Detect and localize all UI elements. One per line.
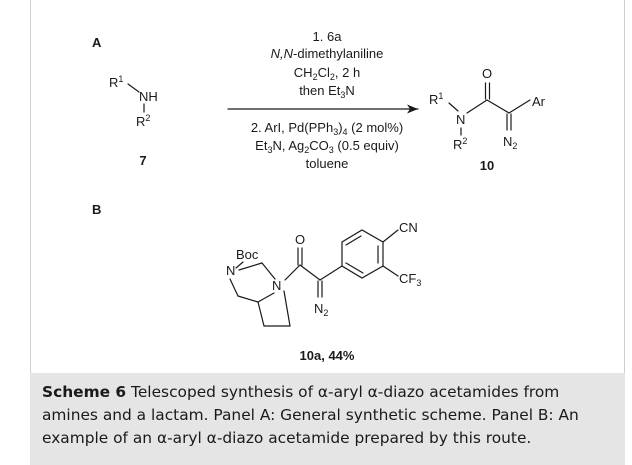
caption-label: Scheme 6 bbox=[42, 383, 127, 401]
scheme-caption: Scheme 6 Telescoped synthesis of α-aryl … bbox=[30, 373, 625, 465]
compound-10a-label: 10a, 44% bbox=[300, 348, 355, 363]
example-compound-10a: Boc N N O N2 CN bbox=[226, 220, 421, 363]
reaction-scheme-diagram: A B R1 NH R2 7 1. 6a N,N-dimethylaniline… bbox=[92, 29, 546, 363]
product-carbonyl-o: O bbox=[482, 66, 492, 81]
reagent-toluene: toluene bbox=[306, 156, 349, 171]
product-structure: R1 N R2 O Ar N2 10 bbox=[429, 66, 546, 173]
example-cn: CN bbox=[399, 220, 418, 235]
reagents-below-arrow: 2. ArI, Pd(PPh3)4 (2 mol%) Et3N, Ag2CO3 … bbox=[251, 120, 403, 171]
example-cf3: CF3 bbox=[399, 271, 421, 288]
panel-b-label: B bbox=[92, 202, 101, 217]
compound-7-number: 7 bbox=[139, 153, 146, 168]
arrow-head bbox=[407, 104, 418, 114]
panel-a-label: A bbox=[92, 35, 102, 50]
reagent-step1: 1. 6a bbox=[313, 29, 343, 44]
reagent-then-et3n: then Et3N bbox=[299, 83, 355, 100]
reagent-base-silver: Et3N, Ag2CO3 (0.5 equiv) bbox=[255, 138, 399, 155]
reagents-above-arrow: 1. 6a N,N-dimethylaniline CH2Cl2, 2 h th… bbox=[271, 29, 384, 100]
reaction-arrow bbox=[227, 104, 419, 114]
starting-amine: R1 NH R2 7 bbox=[109, 74, 158, 168]
example-boc: Boc bbox=[236, 247, 259, 262]
example-carbonyl-o: O bbox=[295, 232, 305, 247]
product-ar: Ar bbox=[532, 94, 546, 109]
example-bridge-n: N bbox=[272, 278, 281, 293]
reagent-step2: 2. ArI, Pd(PPh3)4 (2 mol%) bbox=[251, 120, 403, 137]
product-r1: R1 bbox=[429, 91, 443, 107]
caption-body: Telescoped synthesis of α-aryl α-diazo a… bbox=[42, 383, 579, 447]
compound-10-number: 10 bbox=[480, 158, 494, 173]
example-bicyclic-n-boc: N bbox=[226, 263, 235, 278]
amine-r1: R1 bbox=[109, 74, 123, 90]
product-diazo-n2: N2 bbox=[503, 134, 517, 151]
example-diazo-n2: N2 bbox=[314, 301, 328, 318]
product-n: N bbox=[456, 112, 465, 127]
amine-bond-r1-n bbox=[127, 83, 140, 93]
example-aryl-ring bbox=[341, 229, 384, 279]
scheme-frame bbox=[30, 0, 625, 373]
caption-text: Scheme 6 Telescoped synthesis of α-aryl … bbox=[42, 381, 613, 450]
reagent-solvent: CH2Cl2, 2 h bbox=[294, 65, 360, 82]
product-r2: R2 bbox=[453, 136, 467, 152]
reagent-dimethylaniline: N,N-dimethylaniline bbox=[271, 46, 384, 61]
amine-nh: NH bbox=[139, 89, 158, 104]
amine-r2: R2 bbox=[136, 113, 150, 129]
